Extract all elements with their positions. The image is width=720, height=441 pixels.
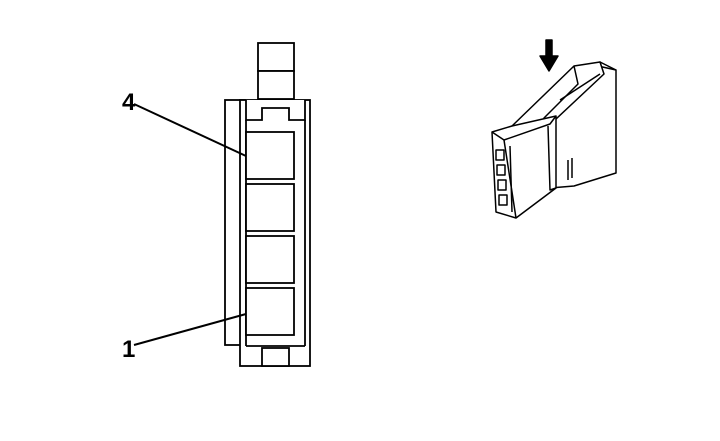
press-arrow-icon: [539, 39, 559, 72]
iso-front-side-step: [547, 125, 557, 191]
latch-tab-lower: [257, 70, 295, 100]
iso-front-edge: [503, 139, 517, 219]
iso-latch-ridge: [559, 73, 601, 101]
leader-line-pin-4: [133, 103, 247, 157]
iso-front-inner-edge: [509, 145, 513, 213]
iso-pin-window-2: [497, 179, 507, 191]
pin-label-4: 4: [122, 89, 136, 116]
iso-front-top: [491, 115, 557, 141]
iso-pin-window-1: [498, 194, 508, 206]
iso-pin-window-3: [496, 164, 506, 176]
pin-cavity-3: [245, 183, 295, 232]
housing-inner-frame: [245, 100, 306, 121]
pin-cavity-1: [245, 287, 295, 336]
leader-lines: [133, 103, 247, 346]
bottom-key-notch: [261, 347, 290, 367]
latch-tab: [257, 42, 295, 72]
pin-cavity-4: [245, 131, 295, 180]
connector-isometric-view: [491, 39, 617, 219]
iso-pin-window-4: [495, 149, 505, 161]
pin-label-1: 1: [122, 336, 135, 363]
connector-front-view: [224, 42, 311, 367]
leader-line-pin-1: [133, 313, 247, 346]
pin-cavity-2: [245, 235, 295, 284]
